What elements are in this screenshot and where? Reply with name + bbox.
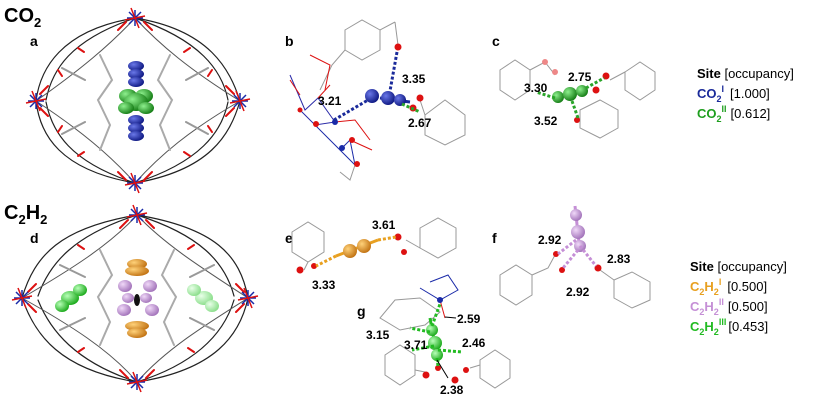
legend-co2: Site [occupancy] CO2I[1.000] CO2II[0.612… [697, 66, 794, 124]
panel-f-structure [499, 254, 651, 309]
panel-f-c2h2-molecule [570, 205, 586, 253]
distance-g-3.15: 3.15 [366, 328, 390, 342]
panel-g-structure [379, 274, 511, 389]
distance-b-3.21: 3.21 [318, 94, 342, 108]
panel-g-contacts [409, 303, 463, 367]
panel-d-framework [21, 214, 249, 383]
panel-label-g: g [357, 303, 366, 319]
distance-e-3.61: 3.61 [372, 218, 396, 232]
svg-text:Site [occupancy]: Site [occupancy] [690, 259, 787, 274]
panel-g-c2h2-molecule [426, 317, 443, 363]
panel-label-f: f [492, 230, 497, 246]
panel-d-c2h2-guests [55, 259, 219, 338]
panel-label-e: e [285, 230, 293, 246]
legend-c2h2: Site [occupancy] C2H2I[0.500] C2H2II[0.5… [690, 259, 787, 337]
row-label-c2h2: C2H2 [4, 202, 47, 227]
legend-co2-site-II: CO2II[0.612] [697, 104, 770, 124]
panel-a-co2-guests [118, 61, 154, 141]
panel-e-structure [291, 217, 457, 271]
panel-label-d: d [30, 230, 39, 246]
panel-c-co2-molecule [552, 85, 588, 103]
distance-f-2.92-top: 2.92 [538, 233, 562, 247]
legend-c2h2-site-I: C2H2I[0.500] [690, 277, 767, 297]
distance-g-2.46: 2.46 [462, 336, 486, 350]
distance-e-3.33: 3.33 [312, 278, 336, 292]
panel-e-c2h2-molecule [335, 238, 379, 258]
svg-text:Site [occupancy]: Site [occupancy] [697, 66, 794, 81]
panel-b-contacts [333, 51, 421, 122]
leader-g-2.59 [444, 316, 457, 319]
legend-c2h2-site-III: C2H2III[0.453] [690, 317, 768, 337]
panel-b-metal-and-oxygens [297, 107, 360, 167]
distance-b-2.67: 2.67 [408, 116, 432, 130]
panel-c-contacts [535, 76, 605, 119]
distance-g-2.59: 2.59 [457, 312, 481, 326]
panel-d-metal-nodes [11, 204, 259, 393]
legend-c2h2-site-II: C2H2II[0.500] [690, 297, 768, 317]
panel-a-framework [35, 17, 241, 184]
panel-c-oxygens [542, 59, 610, 123]
distance-c-2.75: 2.75 [568, 70, 592, 84]
distance-b-3.35: 3.35 [402, 72, 426, 86]
panel-g-oxygens [422, 297, 469, 384]
panel-label-b: b [285, 33, 294, 49]
panel-e-contacts [315, 235, 397, 268]
leader-g-2.38 [436, 359, 449, 379]
panel-label-a: a [30, 33, 38, 49]
panel-e-oxygens [296, 233, 407, 274]
panel-f-contacts [557, 238, 598, 269]
distance-f-2.92-bottom: 2.92 [566, 285, 590, 299]
distance-c-3.52: 3.52 [534, 114, 558, 128]
panel-a-metal-nodes [25, 7, 251, 194]
panel-label-c: c [492, 33, 500, 49]
distance-c-3.30: 3.30 [524, 81, 548, 95]
distance-g-2.38: 2.38 [440, 383, 464, 397]
distance-g-3.71: 3.71 [404, 338, 428, 352]
row-label-co2: CO2 [4, 5, 41, 30]
distance-f-2.83: 2.83 [607, 252, 631, 266]
legend-co2-site-I: CO2I[1.000] [697, 84, 770, 104]
